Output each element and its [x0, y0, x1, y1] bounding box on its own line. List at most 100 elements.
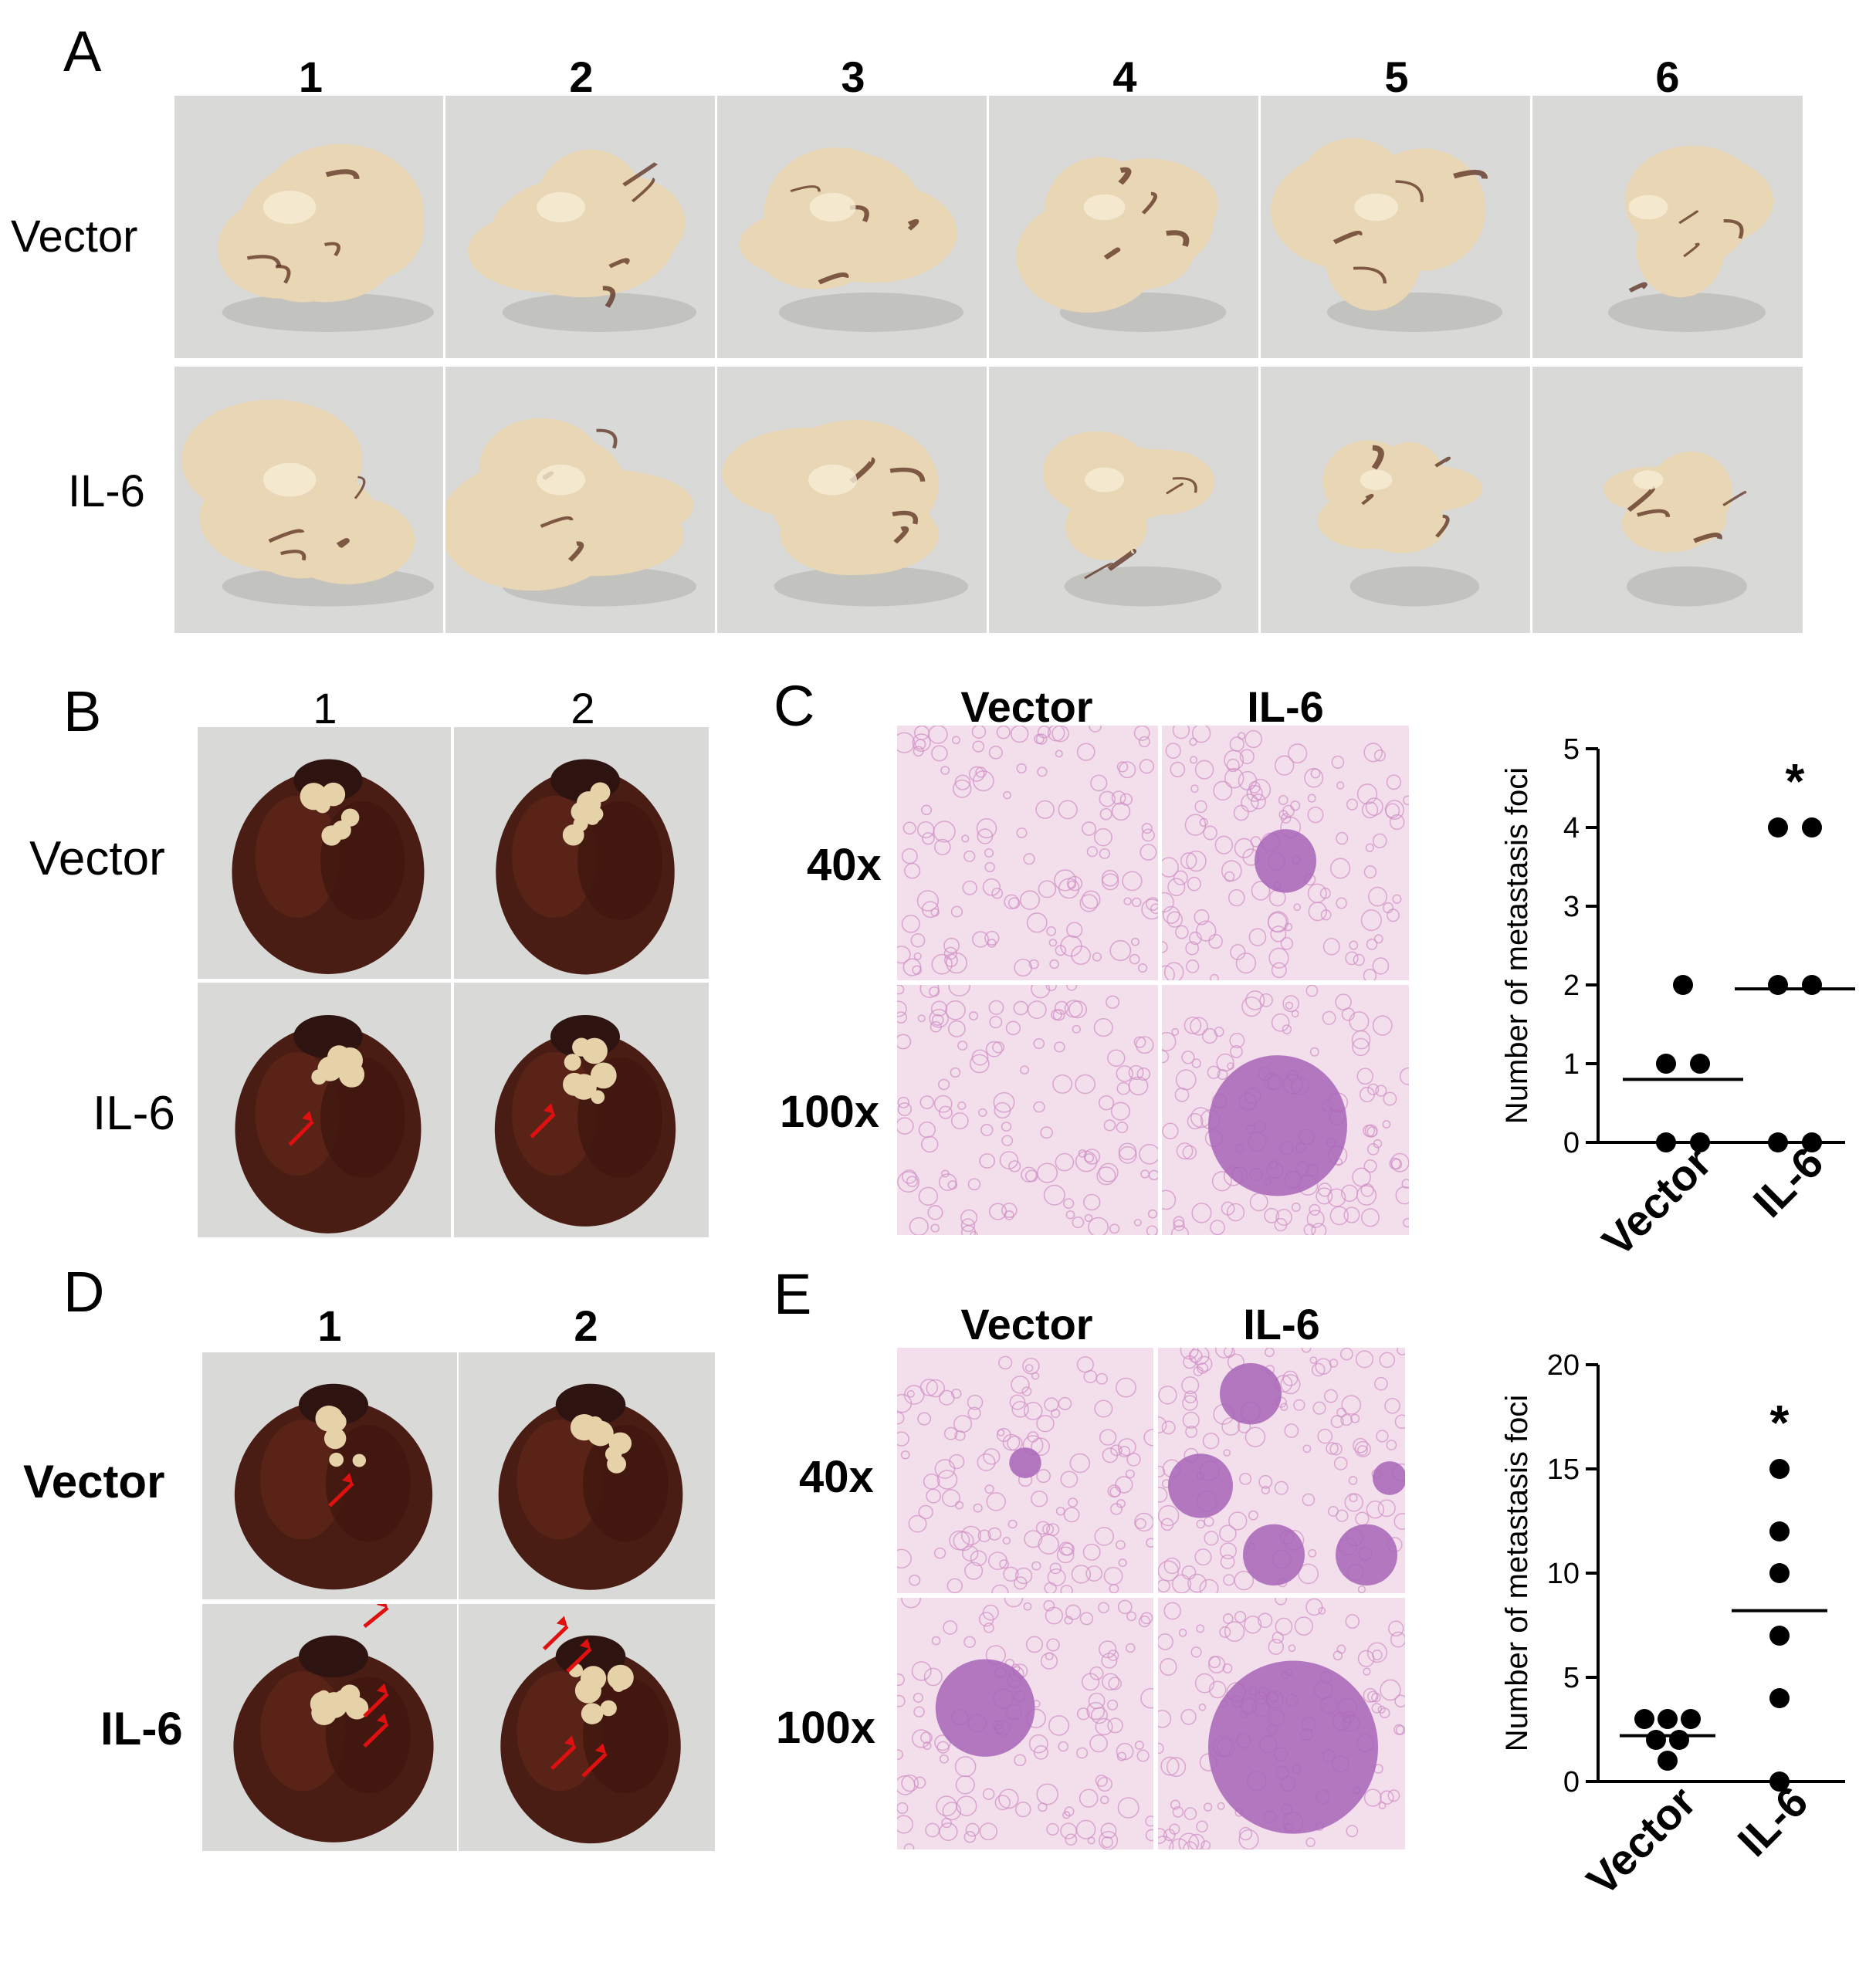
panel-e-chart-y-tick-label: 0	[1563, 1766, 1580, 1799]
panel-e-column-vector: Vector	[960, 1300, 1093, 1349]
panel-c-chart-data-point	[1673, 975, 1693, 995]
panel-b-row-il6: IL-6	[93, 1087, 175, 1140]
panel-c-chart-x-tick-label: IL-6	[1744, 1138, 1833, 1227]
panel-a-column-3: 3	[841, 52, 865, 101]
panel-b-column-2: 2	[571, 684, 595, 733]
panel-b-lung-il6-2	[454, 983, 709, 1237]
panel-c-chart-data-point	[1656, 1132, 1676, 1152]
panel-label-b: B	[63, 679, 102, 743]
panel-a-tumor-vector-2	[445, 96, 715, 358]
panel-e-chart-x-tick-label: IL-6	[1729, 1777, 1817, 1866]
panel-e-chart-x-tick-label: Vector	[1577, 1777, 1705, 1905]
panel-c-row-100x: 100x	[780, 1087, 880, 1137]
panel-e-chart-y-axis-label: Number of metastasis foci	[1500, 1395, 1534, 1751]
panel-e-chart-y-tick-label: 20	[1547, 1349, 1580, 1382]
panel-e-chart-data-point	[1658, 1751, 1678, 1771]
panel-a-tumor-il6-1	[174, 367, 443, 633]
panel-a-column-6: 6	[1655, 52, 1680, 101]
panel-c-chart-data-point	[1656, 1054, 1676, 1074]
panel-b-lung-vector-2	[454, 727, 709, 979]
panel-c-chart-y-tick-label: 3	[1563, 891, 1580, 923]
panel-b-row-vector: Vector	[29, 832, 165, 885]
panel-c-hist-il6-40x	[1162, 726, 1409, 980]
panel-a-row-il6: IL-6	[68, 466, 145, 516]
panel-label-c: C	[774, 674, 815, 738]
panel-e-column-il6: IL-6	[1243, 1300, 1320, 1349]
panel-e-chart-data-point	[1646, 1730, 1666, 1750]
panel-e-chart-data-point	[1669, 1730, 1689, 1750]
panel-a-column-2: 2	[569, 52, 594, 101]
panel-c-chart-significance-star: *	[1786, 753, 1805, 809]
panel-a-tumor-il6-6	[1532, 367, 1803, 633]
panel-a-tumor-il6-3	[717, 367, 987, 633]
panel-c-chart-y-tick-label: 1	[1563, 1048, 1580, 1081]
panel-a-row-vector: Vector	[11, 211, 138, 262]
panel-c-chart-data-point	[1802, 817, 1822, 838]
panel-e-chart-data-point	[1634, 1709, 1654, 1729]
panel-d-lung-il6-2	[459, 1604, 715, 1851]
panel-e-chart-y-tick-label: 5	[1563, 1662, 1580, 1694]
panel-e-hist-vector-100x	[897, 1598, 1153, 1849]
panel-label-e: E	[774, 1262, 812, 1326]
panel-c-chart-y-axis-label: Number of metastasis foci	[1500, 767, 1534, 1124]
panel-e-chart-data-point	[1769, 1459, 1790, 1479]
panel-a-tumor-vector-6	[1532, 96, 1803, 358]
panel-e-chart-y-tick-label: 15	[1547, 1453, 1580, 1486]
panel-a-tumor-vector-4	[989, 96, 1258, 358]
panel-c-chart-y-tick-label: 5	[1563, 733, 1580, 766]
panel-e-row-100x: 100x	[776, 1703, 876, 1753]
panel-d-lung-vector-1	[202, 1352, 457, 1599]
panel-c-chart-y-tick-label: 2	[1563, 970, 1580, 1002]
panel-e-chart-y-tick-label: 10	[1547, 1558, 1580, 1590]
panel-e-chart-data-point	[1769, 1772, 1790, 1792]
panel-e-chart-data-point	[1681, 1709, 1701, 1729]
panel-e-chart-data-point	[1658, 1709, 1678, 1729]
panel-c-chart-data-point	[1768, 975, 1788, 995]
panel-e-chart-data-point	[1769, 1563, 1790, 1583]
panel-e-chart-data-point	[1769, 1626, 1790, 1646]
panel-c-chart-data-point	[1802, 975, 1822, 995]
panel-b-lung-il6-1	[198, 983, 451, 1237]
panel-d-row-il6: IL-6	[100, 1703, 183, 1755]
panel-c-column-vector: Vector	[960, 682, 1093, 731]
panel-a-tumor-vector-3	[717, 96, 987, 358]
panel-a-tumor-il6-4	[989, 367, 1258, 633]
panel-c-chart-data-point	[1802, 1132, 1822, 1152]
panel-label-d: D	[63, 1260, 105, 1324]
panel-e-hist-il6-40x	[1158, 1348, 1405, 1593]
panel-c-chart-y-tick-label: 4	[1563, 812, 1580, 844]
panel-a-column-4: 4	[1112, 52, 1137, 101]
panel-e-chart-data-point	[1769, 1688, 1790, 1708]
panel-c-row-40x: 40x	[807, 840, 882, 890]
panel-c-column-il6: IL-6	[1247, 682, 1324, 731]
panel-c-hist-vector-100x	[897, 985, 1158, 1235]
panel-d-column-1: 1	[317, 1301, 342, 1350]
panel-a-column-5: 5	[1384, 52, 1409, 101]
panel-a-column-1: 1	[298, 52, 323, 101]
panel-e-hist-vector-40x	[897, 1348, 1153, 1593]
panel-a-tumor-vector-1	[174, 96, 443, 358]
panel-d-lung-il6-1	[202, 1604, 457, 1851]
panel-label-a: A	[63, 19, 102, 83]
panel-c-chart-data-point	[1690, 1132, 1710, 1152]
panel-c-hist-il6-100x	[1162, 985, 1409, 1235]
panel-d-column-2: 2	[574, 1301, 598, 1350]
panel-a-tumor-il6-2	[445, 367, 715, 633]
panel-e-hist-il6-100x	[1158, 1598, 1405, 1849]
panel-c-chart-data-point	[1768, 817, 1788, 838]
panel-b-column-1: 1	[313, 684, 337, 733]
panel-c-chart-y-tick-label: 0	[1563, 1127, 1580, 1159]
panel-e-chart-significance-star: *	[1770, 1395, 1790, 1450]
panel-d-row-vector: Vector	[23, 1456, 165, 1508]
panel-d-lung-vector-2	[459, 1352, 715, 1599]
panel-c-chart-data-point	[1690, 1054, 1710, 1074]
panel-a-tumor-vector-5	[1261, 96, 1530, 358]
panel-c-chart-data-point	[1768, 1132, 1788, 1152]
panel-e-row-40x: 40x	[799, 1452, 874, 1502]
panel-c-hist-vector-40x	[897, 726, 1158, 980]
panel-b-lung-vector-1	[198, 727, 451, 979]
